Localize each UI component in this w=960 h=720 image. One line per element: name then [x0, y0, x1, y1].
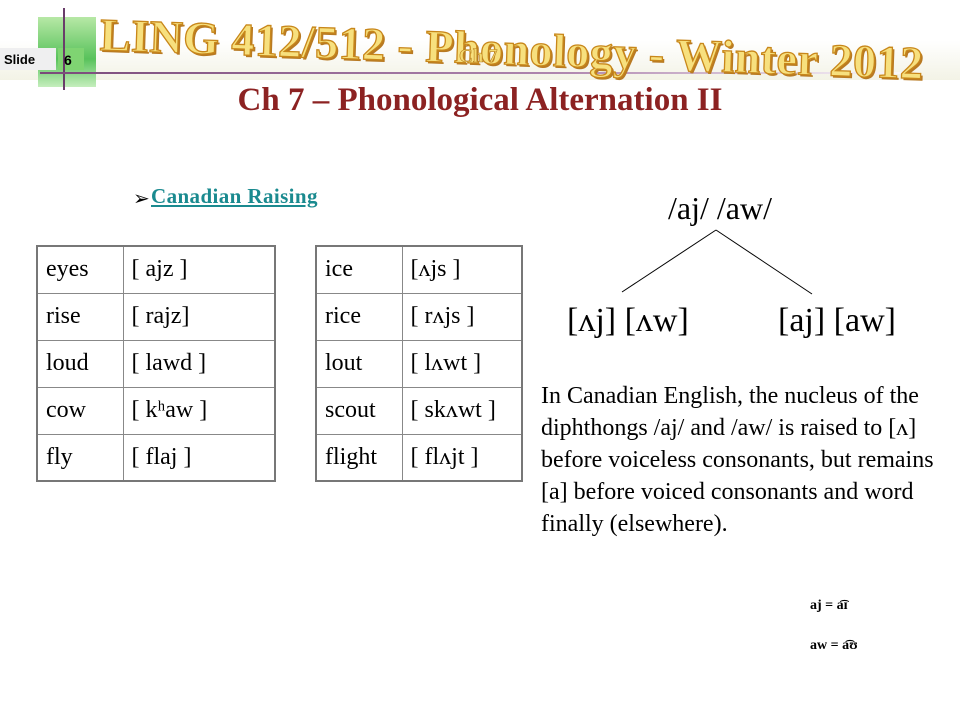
page-title: Ch 7 – Phonological Alternation II	[237, 82, 723, 118]
voiceless-examples-table: ice [ʌjs ] rice [ rʌjs ] lout [ lʌwt ] s…	[315, 245, 523, 482]
tree-right-node: [aj] [aw]	[778, 302, 896, 339]
aw-equivalence: aw = a͡ʊ	[810, 638, 858, 653]
arrow-bullet-icon: ➢	[133, 188, 150, 210]
header-horizontal-rule	[40, 72, 920, 74]
transcription-cell: [ skʌwt ]	[401, 386, 523, 435]
word-cell: fly	[36, 433, 124, 482]
slide-label: Slide	[4, 52, 36, 67]
word-cell: lout	[315, 339, 403, 388]
canadian-raising-link[interactable]: Canadian Raising	[151, 184, 318, 208]
chapter-tag: Ch 7	[459, 46, 498, 68]
table-row: lout [ lʌwt ]	[315, 339, 523, 388]
transcription-cell: [ rajz]	[122, 292, 276, 341]
table-row: eyes [ ajz ]	[36, 245, 276, 294]
table-row: flight [ flʌjt ]	[315, 433, 523, 482]
word-cell: flight	[315, 433, 403, 482]
transcription-cell: [ ajz ]	[122, 245, 276, 294]
transcription-cell: [ kʰaw ]	[122, 386, 276, 435]
transcription-cell: [ʌjs ]	[401, 245, 523, 294]
table-row: ice [ʌjs ]	[315, 245, 523, 294]
slide-number: 6	[64, 52, 72, 68]
explanation-text: In Canadian English, the nucleus of the …	[541, 383, 934, 537]
slide-label-background	[0, 48, 56, 70]
tree-branch-left	[621, 229, 717, 293]
tree-root-node: /aj/ /aw/	[668, 190, 772, 226]
tree-branch-right	[715, 229, 813, 295]
header-background	[0, 0, 960, 80]
transcription-cell: [ flʌjt ]	[401, 433, 523, 482]
aj-equivalence: aj = a͡ɪ	[810, 598, 848, 613]
table-row: rice [ rʌjs ]	[315, 292, 523, 341]
transcription-cell: [ lawd ]	[122, 339, 276, 388]
word-cell: ice	[315, 245, 403, 294]
header-vertical-rule	[63, 8, 65, 90]
transcription-cell: [ lʌwt ]	[401, 339, 523, 388]
table-row: rise [ rajz]	[36, 292, 276, 341]
word-cell: scout	[315, 386, 403, 435]
voiced-examples-table: eyes [ ajz ] rise [ rajz] loud [ lawd ] …	[36, 245, 276, 482]
table-row: loud [ lawd ]	[36, 339, 276, 388]
tree-left-node: [ʌj] [ʌw]	[567, 302, 689, 339]
transcription-cell: [ flaj ]	[122, 433, 276, 482]
word-cell: loud	[36, 339, 124, 388]
word-cell: rice	[315, 292, 403, 341]
word-cell: eyes	[36, 245, 124, 294]
table-row: cow [ kʰaw ]	[36, 386, 276, 435]
transcription-cell: [ rʌjs ]	[401, 292, 523, 341]
table-row: scout [ skʌwt ]	[315, 386, 523, 435]
word-cell: rise	[36, 292, 124, 341]
table-row: fly [ flaj ]	[36, 433, 276, 482]
word-cell: cow	[36, 386, 124, 435]
